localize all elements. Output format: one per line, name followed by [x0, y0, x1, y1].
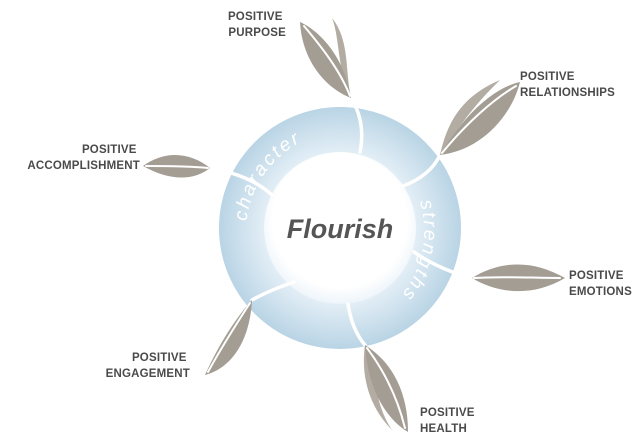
center-label: Flourish — [287, 214, 394, 244]
stem-purpose — [349, 96, 364, 154]
leaves — [143, 18, 565, 432]
leaf-emotions — [472, 264, 565, 292]
stem-emotions — [412, 250, 474, 280]
leaf-relationships — [440, 80, 520, 155]
leaf-purpose — [300, 18, 351, 98]
stem-relationships — [401, 153, 442, 188]
label-accomplishment: POSITIVE ACCOMPLISHMENT — [27, 144, 140, 172]
branch-labels: POSITIVE PURPOSE POSITIVE RELATIONSHIPS … — [27, 11, 632, 435]
label-engagement: POSITIVE ENGAGEMENT — [106, 352, 190, 380]
leaf-accomplishment — [143, 154, 210, 178]
label-health: POSITIVE HEALTH — [420, 407, 478, 435]
stem-health — [346, 302, 367, 347]
stem-accomplishment — [208, 166, 274, 197]
label-relationships: POSITIVE RELATIONSHIPS — [520, 71, 615, 99]
stems — [208, 96, 474, 347]
label-emotions: POSITIVE EMOTIONS — [569, 270, 632, 298]
leaf-engagement — [205, 300, 252, 375]
leaf-health — [363, 345, 408, 432]
stem-engagement — [250, 280, 296, 302]
label-purpose: POSITIVE PURPOSE — [228, 11, 286, 39]
ring-inner — [264, 152, 416, 304]
